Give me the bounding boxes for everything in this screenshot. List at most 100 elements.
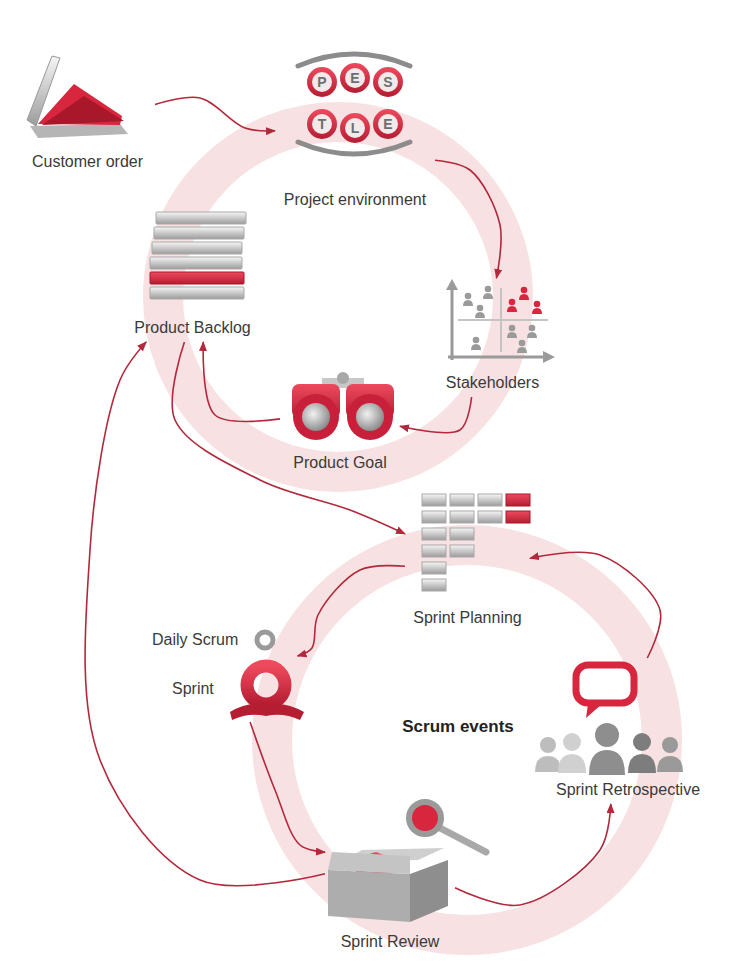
pestle-face — [312, 114, 332, 134]
backlog-slab — [152, 242, 242, 254]
icon-node: Sprint — [168, 656, 308, 722]
flow-arrow — [155, 97, 275, 131]
box-side — [410, 860, 448, 922]
pestle-letter: E — [350, 70, 359, 86]
planning-slab — [478, 494, 502, 506]
person-body — [589, 750, 625, 775]
pestle-letter: S — [383, 74, 392, 90]
order-icon — [27, 56, 128, 138]
order-sheets — [42, 96, 124, 125]
pestle-disc — [340, 113, 370, 143]
icon-node: Customer order — [20, 52, 155, 176]
person-icon — [517, 340, 527, 353]
person-head — [633, 733, 651, 751]
matrix-axis — [448, 356, 545, 359]
person-head — [540, 737, 556, 753]
backlog-stack — [150, 212, 246, 299]
binocular-lens — [302, 403, 330, 431]
flow-arrow — [435, 160, 501, 278]
icon-node: Sprint Planning — [405, 490, 530, 632]
node-label: Customer order — [20, 152, 155, 176]
sprint-icon — [230, 666, 304, 720]
planning-slab — [422, 545, 446, 557]
planning-slab — [422, 494, 446, 506]
flow-arrow — [400, 397, 472, 433]
matrix-axis — [451, 288, 454, 360]
binocular-rim — [293, 394, 339, 440]
person-head — [662, 737, 678, 753]
planning-slab — [450, 528, 474, 540]
pestle-face — [345, 118, 365, 138]
speech-bubble — [576, 665, 634, 703]
person-icon — [519, 287, 529, 300]
magnifier-lens — [409, 802, 441, 834]
speech-tail — [586, 704, 602, 718]
axis-head — [543, 351, 555, 363]
icon-node: Sprint Review — [325, 785, 455, 956]
icon-node: Daily Scrum — [148, 627, 280, 653]
node-label: Project environment — [275, 190, 435, 214]
cycle-ring — [272, 545, 662, 935]
planning-slab — [422, 528, 446, 540]
pestle-disc — [340, 63, 370, 93]
node-label: Sprint Planning — [405, 608, 530, 632]
node-label: Sprint Retrospective — [548, 780, 708, 804]
backlog-slab — [150, 287, 244, 299]
binocular-lens — [356, 403, 384, 431]
flow-arrow — [172, 342, 405, 534]
group-heading: Scrum events — [402, 717, 514, 737]
person-body — [558, 754, 586, 773]
node-label: Product Goal — [280, 453, 400, 477]
pestle-letter: L — [351, 120, 360, 136]
person-icon — [532, 301, 542, 314]
person-icon — [507, 325, 517, 338]
person-head — [595, 723, 619, 747]
pestle-icon — [298, 54, 410, 154]
box-flap — [328, 852, 410, 874]
magnifier-handle — [440, 828, 486, 852]
pestle-face — [312, 72, 332, 92]
sprint-loop — [247, 666, 285, 704]
review-icon — [328, 802, 486, 922]
node-label: Sprint — [168, 679, 214, 699]
planning-slab — [422, 511, 446, 523]
icon-node: Sprint Retrospective — [548, 658, 708, 804]
pestle-face — [345, 68, 365, 88]
planning-slab — [450, 494, 474, 506]
backlog-slab — [150, 257, 242, 269]
node-label: Product Backlog — [125, 318, 260, 342]
flow-arrow — [203, 342, 280, 421]
stakeholder-matrix — [446, 279, 555, 363]
icon-node: Product Goal — [280, 368, 400, 477]
flow-arrow — [250, 722, 325, 852]
backlog-slab — [154, 227, 244, 239]
person-icon — [475, 305, 485, 318]
daily-loop — [257, 632, 273, 648]
planning-slab — [422, 562, 446, 574]
icon-node: Product Backlog — [125, 208, 260, 342]
pestle-arc — [298, 142, 410, 154]
node-label: Daily Scrum — [148, 630, 238, 650]
person-body — [657, 756, 683, 772]
pestle-disc — [373, 67, 403, 97]
node-label: Sprint Review — [325, 932, 455, 956]
axis-head — [446, 279, 458, 290]
pestle-letter: T — [318, 116, 327, 132]
person-icon — [507, 299, 517, 312]
planning-slab — [478, 511, 502, 523]
box-front — [328, 870, 410, 922]
backlog-slab — [156, 212, 246, 224]
pestle-disc — [307, 109, 337, 139]
pestle-disc — [373, 109, 403, 139]
pestle-disc — [307, 67, 337, 97]
planning-slab — [506, 494, 530, 506]
binocular-knob — [337, 372, 349, 384]
planning-slab — [450, 511, 474, 523]
pestle-letter: E — [383, 116, 392, 132]
matrix-grid — [458, 319, 548, 321]
